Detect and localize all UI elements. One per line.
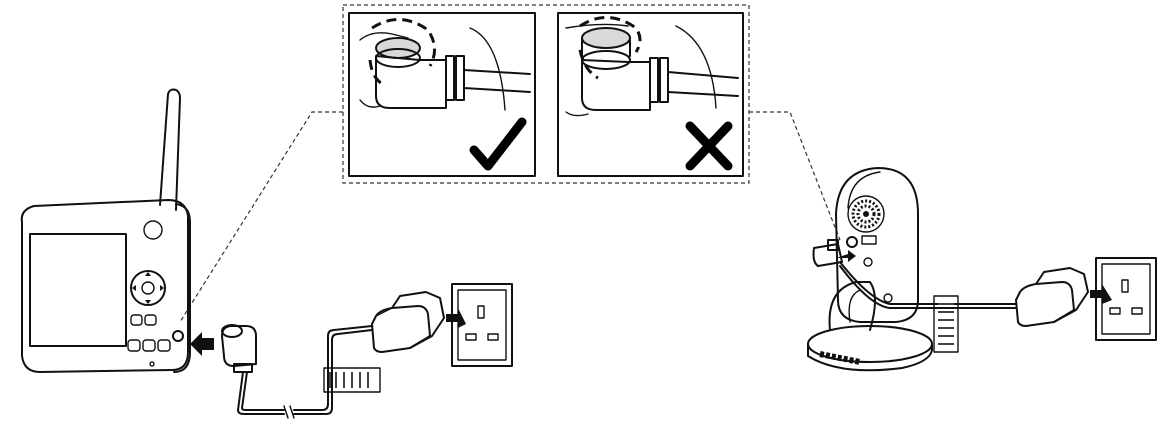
- arrow-icon: [446, 308, 466, 328]
- camera-cable: [839, 261, 1017, 305]
- monitor-cable: [237, 371, 285, 415]
- leader-line-monitor: [179, 111, 343, 323]
- monitor-dc-plug: [221, 324, 257, 373]
- leader-line-camera: [749, 111, 841, 241]
- check-mark-icon: [469, 117, 527, 171]
- wall-socket-right: [1095, 257, 1157, 341]
- baby-camera: [807, 167, 933, 372]
- power-adapter-right: [1015, 267, 1089, 327]
- monitor-screen: [29, 233, 127, 347]
- arrow-icon: [1090, 284, 1112, 304]
- cable-warning-tag-right: [933, 295, 959, 353]
- arrow-icon: [836, 250, 856, 262]
- cross-mark-icon: [685, 121, 733, 171]
- arrow-icon: [190, 332, 214, 356]
- camera-power-port: [846, 236, 858, 248]
- camera-dc-plug: [812, 239, 843, 267]
- camera-speaker-grille: [847, 195, 885, 233]
- power-adapter-left: [371, 291, 445, 353]
- wall-socket-left: [451, 283, 513, 367]
- inset-comparison-box: [179, 4, 841, 323]
- monitor-antenna: [159, 88, 181, 211]
- cable-warning-tag-left: [323, 367, 381, 393]
- navigation-pad: [130, 270, 166, 306]
- parent-monitor: [20, 88, 191, 373]
- panel-incorrect-insertion: [557, 12, 744, 177]
- monitor-power-port: [172, 330, 184, 342]
- plug-fully-inserted: [375, 55, 447, 109]
- brand-logo: [143, 220, 163, 240]
- panel-correct-insertion: [348, 12, 536, 177]
